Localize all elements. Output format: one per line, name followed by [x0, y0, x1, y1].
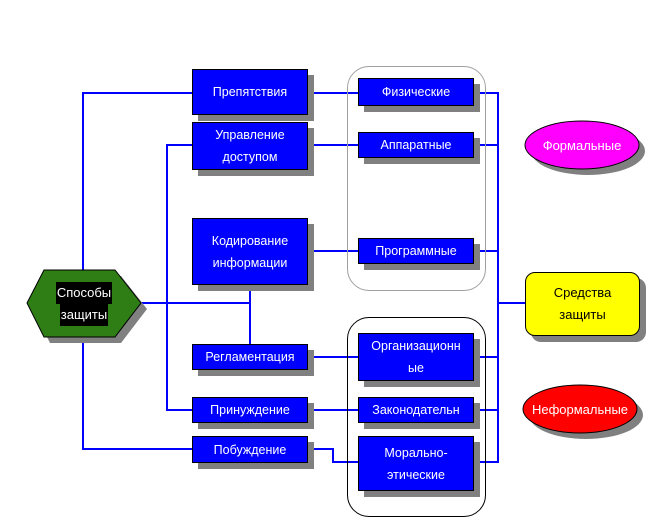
method-label: Регламентация: [205, 350, 295, 364]
informal-ellipse: [522, 384, 638, 434]
connector-access-coercion: [166, 144, 192, 411]
method-label: информации: [212, 255, 288, 270]
method-label: Управление: [215, 128, 285, 142]
method-label: Препятствия: [212, 85, 288, 99]
formal-ellipse: [524, 120, 640, 170]
method-obstacles[interactable]: Препятствия: [192, 69, 308, 115]
means-label: Морально-: [384, 445, 448, 460]
root-node[interactable]: Способы защиты: [27, 270, 141, 337]
means-label: Физические: [381, 85, 451, 99]
means-label: Организационн: [371, 339, 461, 353]
means-label: Программные: [375, 244, 457, 258]
method-label: Кодирование: [211, 233, 289, 248]
connector-motivation-ethical: [308, 448, 358, 463]
category-formal[interactable]: Формальные: [525, 121, 639, 169]
category-informal-label: Неформальные: [531, 401, 629, 417]
means-ethical[interactable]: Морально- этические: [358, 436, 474, 491]
means-label: Законодательн: [372, 403, 460, 417]
connector-root-motivation: [82, 337, 192, 450]
means-label: этические: [387, 467, 445, 482]
method-encoding[interactable]: Кодирование информации: [192, 218, 308, 285]
method-coercion[interactable]: Принуждение: [192, 397, 308, 423]
category-informal[interactable]: Неформальные: [523, 385, 637, 433]
category-formal-label: Формальные: [542, 137, 622, 153]
method-motivation[interactable]: Побуждение: [192, 436, 308, 463]
root-label-line-2: защиты: [59, 303, 109, 326]
method-label: доступом: [222, 150, 278, 164]
method-label: Побуждение: [213, 442, 287, 457]
means-legislative[interactable]: Законодательн: [358, 397, 474, 423]
method-label: Принуждение: [210, 403, 290, 417]
formal-means-group: [347, 66, 486, 291]
method-regulation[interactable]: Регламентация: [192, 344, 308, 370]
means-software[interactable]: Программные: [358, 238, 474, 264]
connector-root-obstacles: [82, 92, 192, 270]
root-label-line-1: Способы: [55, 281, 113, 304]
connectors: [82, 92, 525, 463]
means-label: ые: [408, 361, 424, 375]
result-node[interactable]: Средства защиты: [525, 272, 640, 336]
means-physical[interactable]: Физические: [358, 78, 474, 106]
means-hardware[interactable]: Аппаратные: [358, 132, 474, 158]
means-organizational[interactable]: Организационн ые: [358, 333, 474, 381]
result-label-line-1: Средства: [553, 285, 612, 300]
method-access-control[interactable]: Управление доступом: [192, 122, 308, 170]
result-label-line-2: защиты: [559, 307, 606, 322]
diagram-canvas: [26, 92, 645, 463]
means-label: Аппаратные: [380, 138, 452, 152]
